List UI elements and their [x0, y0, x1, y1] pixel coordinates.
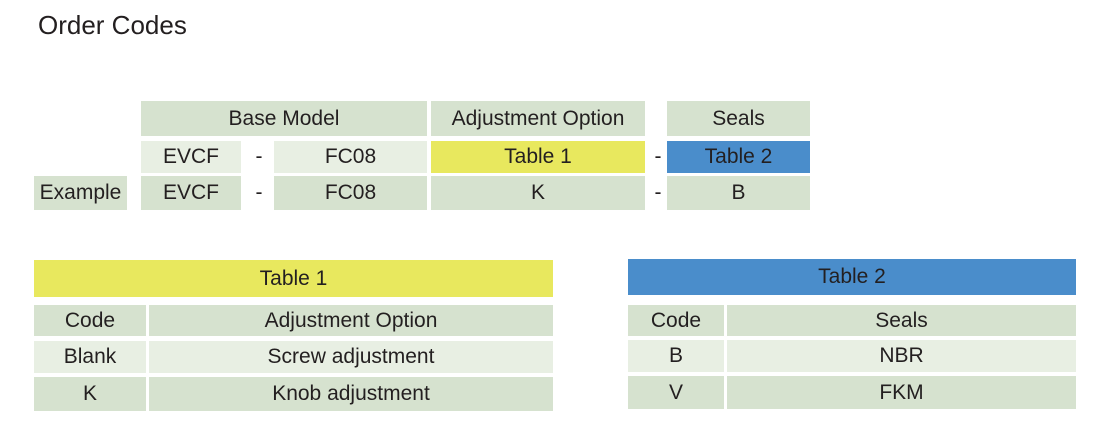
example-adjustment: K — [431, 176, 645, 210]
table1-title: Table 1 — [34, 260, 553, 297]
table1-cell-code: K — [34, 377, 146, 411]
separator: - — [654, 145, 662, 168]
example-label: Example — [34, 176, 127, 210]
example-seals: B — [667, 176, 810, 210]
page-title: Order Codes — [38, 10, 187, 40]
table1-header-code: Code — [34, 305, 146, 336]
separator: - — [255, 181, 263, 204]
separator: - — [255, 145, 263, 168]
table1-cell-option: Screw adjustment — [149, 341, 553, 373]
table2-cell-code: B — [628, 340, 724, 372]
table2-header-seals: Seals — [727, 305, 1076, 336]
header-adjustment-option: Adjustment Option — [431, 101, 645, 136]
example-prefix: EVCF — [141, 176, 241, 210]
separator: - — [654, 181, 662, 204]
header-seals: Seals — [667, 101, 810, 136]
table1-cell-code: Blank — [34, 341, 146, 373]
table2-cell-seal: FKM — [727, 376, 1076, 409]
example-model: FC08 — [274, 176, 427, 210]
table2-title: Table 2 — [628, 259, 1076, 295]
template-adjustment: Table 1 — [431, 141, 645, 173]
table1-header-option: Adjustment Option — [149, 305, 553, 336]
template-model: FC08 — [274, 141, 427, 173]
table2-header-code: Code — [628, 305, 724, 336]
table1-cell-option: Knob adjustment — [149, 377, 553, 411]
template-seals: Table 2 — [667, 141, 810, 173]
template-prefix: EVCF — [141, 141, 241, 173]
table2-cell-code: V — [628, 376, 724, 409]
table2-cell-seal: NBR — [727, 340, 1076, 372]
header-base-model: Base Model — [141, 101, 427, 136]
